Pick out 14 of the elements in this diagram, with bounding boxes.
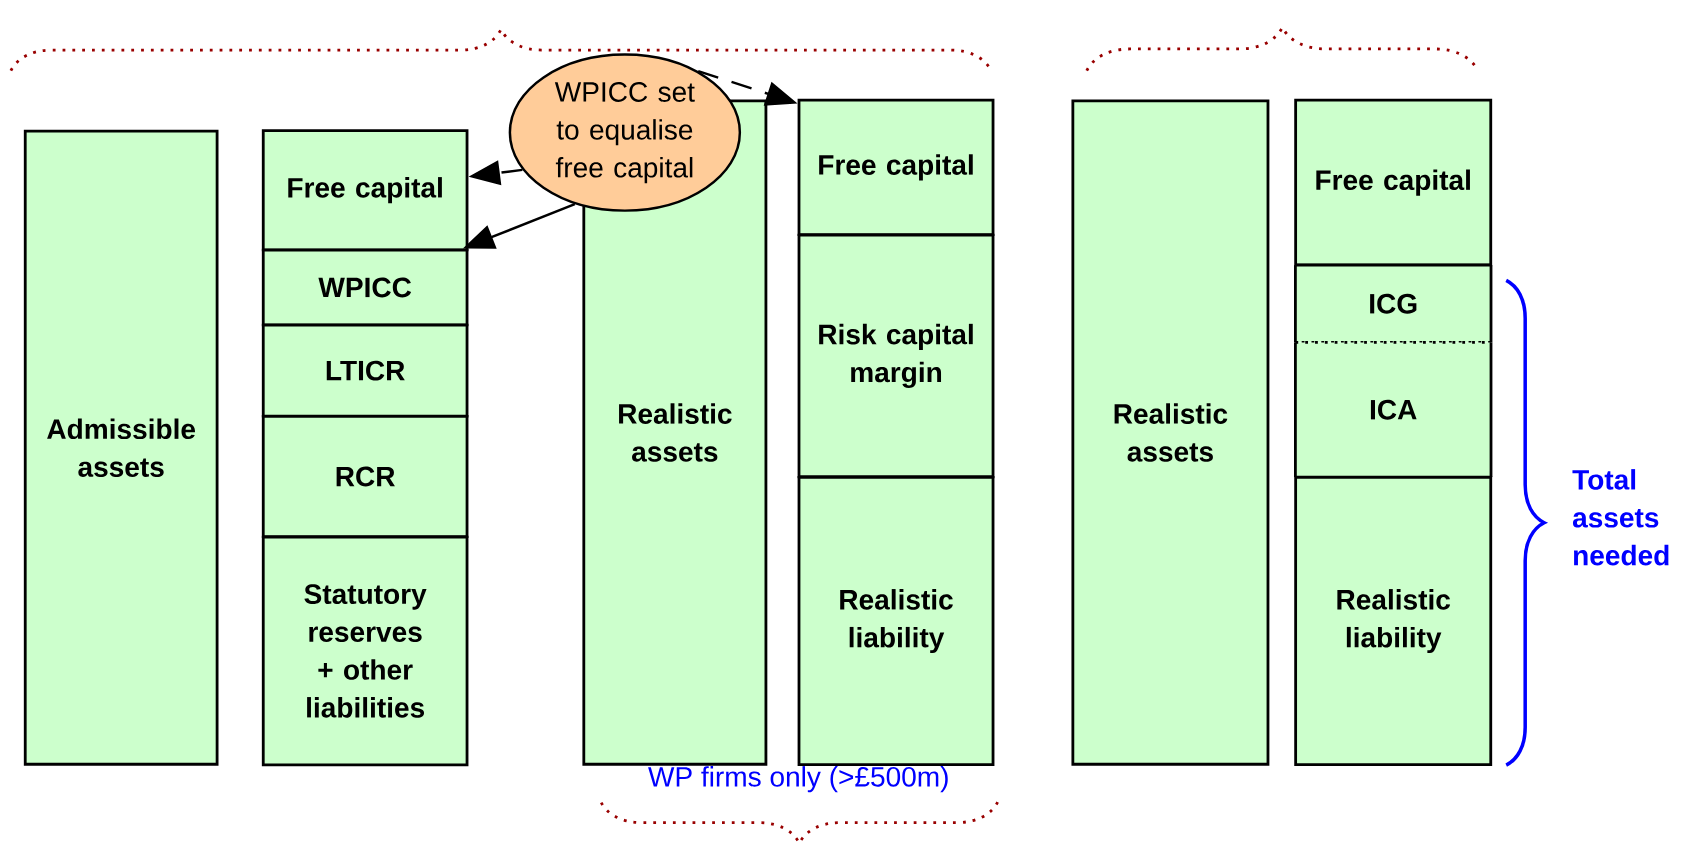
bar-segment: WPICC <box>261 248 469 327</box>
bar-segment: Risk capital margin <box>797 233 995 479</box>
bar-segment: Free capital <box>797 98 995 236</box>
bar-segment: RCR <box>261 415 469 539</box>
bar-segment: Statutory reserves + other liabilities <box>261 535 469 767</box>
bar-segment: Free capital <box>261 129 469 252</box>
bar-segment: Realistic assets <box>1071 99 1270 766</box>
note: WP firms only (>£500m) <box>648 766 948 793</box>
bar-segment: Admissible assets <box>23 129 219 766</box>
bar-segment: LTICR <box>261 323 469 418</box>
bar-segment: ICA <box>1294 340 1493 479</box>
bar-segment: ICG <box>1294 263 1493 344</box>
bar-segment: Realistic liability <box>797 476 995 767</box>
note: Total assets needed <box>1572 469 1669 566</box>
